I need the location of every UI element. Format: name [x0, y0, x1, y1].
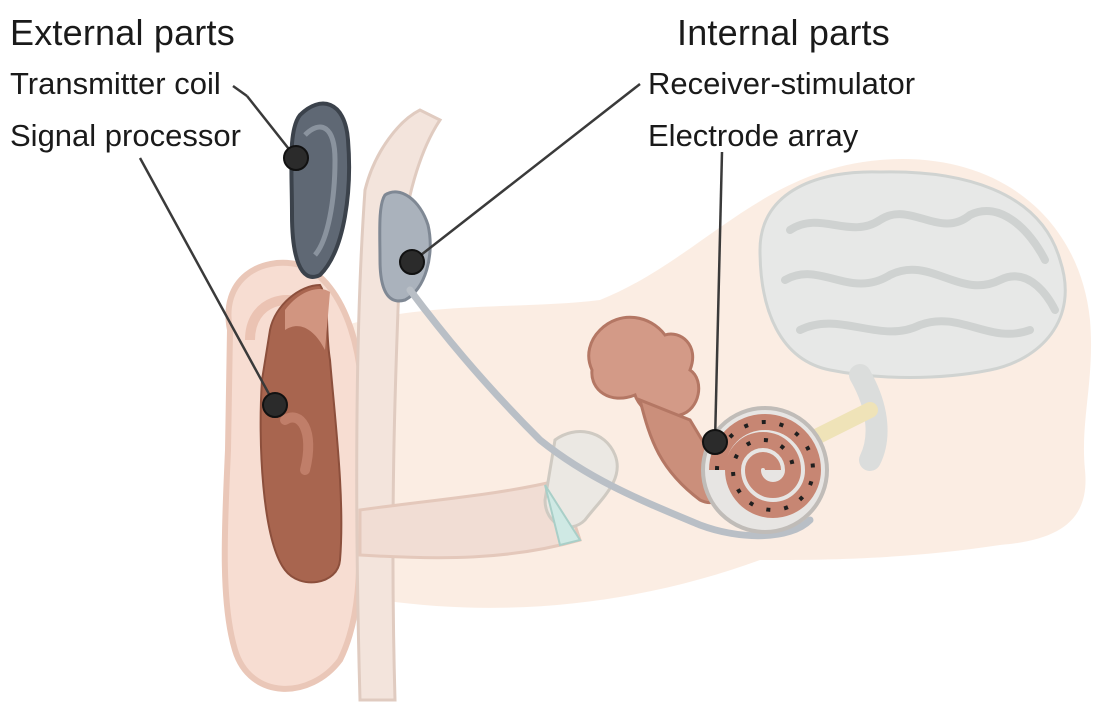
- receiver-stimulator-device: [380, 192, 430, 301]
- leader-receiver-stimulator: [412, 84, 640, 262]
- internal-parts-header: Internal parts: [677, 12, 890, 54]
- marker-receiver-stimulator: [400, 250, 424, 274]
- leader-transmitter-coil: [233, 86, 247, 96]
- marker-signal-processor: [263, 393, 287, 417]
- signal-processor-label: Signal processor: [10, 118, 241, 154]
- transmitter-coil-device: [291, 104, 349, 277]
- marker-electrode-array: [703, 430, 727, 454]
- transmitter-coil-label: Transmitter coil: [10, 66, 221, 102]
- receiver-stimulator-label: Receiver-stimulator: [648, 66, 915, 102]
- electrode-array-label: Electrode array: [648, 118, 858, 154]
- marker-transmitter-coil: [284, 146, 308, 170]
- external-parts-header: External parts: [10, 12, 235, 54]
